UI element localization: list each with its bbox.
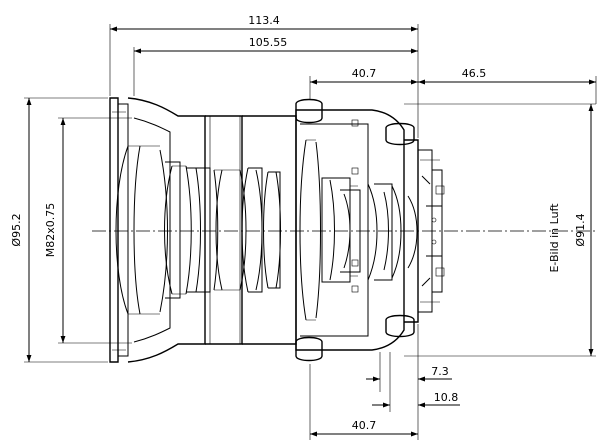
dim-filter-thread: M82x0.75 <box>44 203 57 258</box>
dim-mount-to-image: 46.5 <box>462 67 487 80</box>
dim-front-diameter: Ø95.2 <box>10 213 23 246</box>
dimension-lines <box>26 26 596 437</box>
image-plane-label: E-Bild in Luft <box>548 203 561 273</box>
dim-rear-offset-1: 7.3 <box>431 365 449 378</box>
dim-body-length: 105.55 <box>249 36 288 49</box>
extension-lines <box>24 24 597 440</box>
dim-bottom-length: 40.7 <box>352 419 377 432</box>
dim-overall-length: 113.4 <box>248 14 280 27</box>
dim-rear-offset-2: 10.8 <box>434 391 459 404</box>
dim-front-to-mount: 40.7 <box>352 67 377 80</box>
lens-body <box>109 97 445 363</box>
dim-rear-diameter: Ø91.4 <box>574 213 587 246</box>
